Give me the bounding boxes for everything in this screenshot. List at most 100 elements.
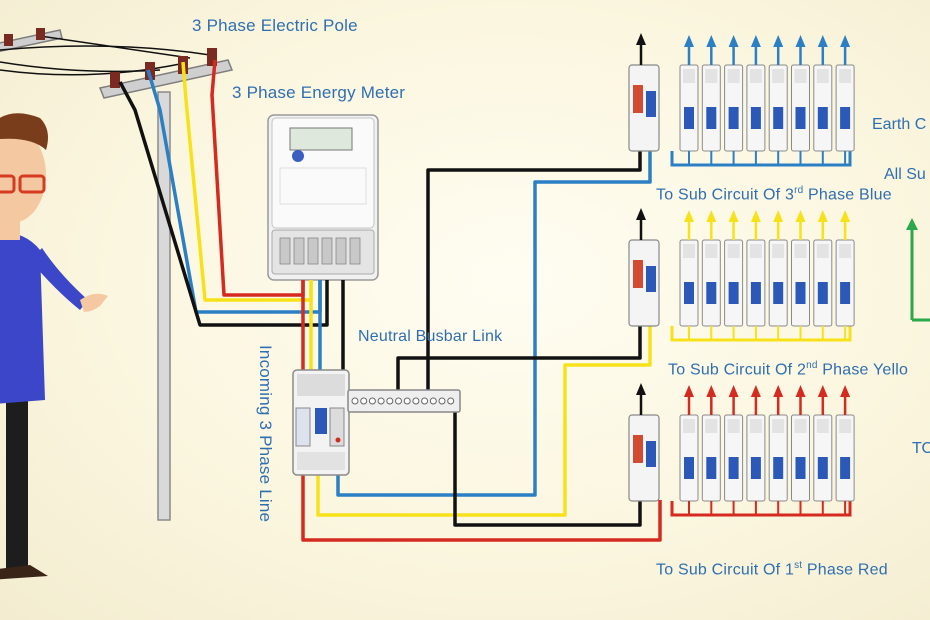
sub-circuit-blue-suffix: Phase Blue xyxy=(803,186,892,204)
arrow-up-icon xyxy=(706,385,717,397)
arrow-up-icon xyxy=(636,383,646,395)
rccb-toggle xyxy=(646,91,656,117)
all-sub-label: All Su xyxy=(884,166,926,183)
rccb-test-button xyxy=(633,435,643,463)
busbar-screw xyxy=(429,397,437,405)
mcb-toggle xyxy=(706,282,717,304)
mcb-label-plate xyxy=(794,419,807,433)
to-label: TO xyxy=(912,440,930,457)
mcb-toggle xyxy=(706,107,717,129)
arrow-up-icon xyxy=(684,35,694,47)
arrow-up-icon xyxy=(817,385,828,397)
mcb-toggle xyxy=(728,107,739,129)
rccb-toggle xyxy=(646,441,656,467)
sub-circuit-blue-sup: rd xyxy=(794,185,804,196)
arrow-up-icon xyxy=(840,35,851,47)
mcb-label-plate xyxy=(816,69,829,83)
arrow-up-icon xyxy=(817,35,828,47)
mcb-toggle xyxy=(684,282,694,304)
mcb-label-plate xyxy=(772,419,785,433)
sub-circuit-red-label: To Sub Circuit Of 1st Phase Red xyxy=(656,560,888,579)
arrow-up-icon xyxy=(750,35,761,47)
busbar-screw xyxy=(368,397,376,405)
arrow-up-icon xyxy=(750,385,761,397)
row-bus-wire xyxy=(670,501,852,517)
mcb-label-plate xyxy=(705,419,718,433)
arrow-up-icon xyxy=(684,210,694,222)
sub-circuit-yellow-sup: nd xyxy=(806,360,818,371)
mcb-toggle xyxy=(773,282,784,304)
mcb-toggle xyxy=(840,107,851,129)
busbar-screw xyxy=(438,397,446,405)
sub-circuit-red-suffix: Phase Red xyxy=(802,561,888,579)
arrow-up-icon xyxy=(773,210,784,222)
energy-meter xyxy=(267,114,379,281)
mcb-label-plate xyxy=(749,419,762,433)
mcb-toggle xyxy=(684,107,694,129)
mcb-label-plate xyxy=(772,244,785,258)
busbar-screw xyxy=(351,397,359,405)
mcb-label-plate xyxy=(727,419,740,433)
mcb-toggle xyxy=(795,282,806,304)
mcb-toggle xyxy=(817,282,828,304)
mcb-label-plate xyxy=(683,419,695,433)
main-mccb xyxy=(292,369,350,476)
earth-label: Earth C xyxy=(872,116,927,133)
neutral-busbar xyxy=(347,389,461,413)
mcb-label-plate xyxy=(794,69,807,83)
mcb-row-yellow xyxy=(628,208,855,342)
sub-circuit-red-text: To Sub Circuit Of 1 xyxy=(656,561,795,579)
rccb-test-button xyxy=(633,260,643,288)
mcb-toggle xyxy=(728,457,739,479)
arrow-up-icon xyxy=(636,33,646,45)
mcb-label-plate xyxy=(816,244,829,258)
rccb-test-button xyxy=(633,85,643,113)
sub-circuit-yellow-text: To Sub Circuit Of 2 xyxy=(668,361,807,379)
green-arrow-icon xyxy=(906,218,930,322)
mcb-label-plate xyxy=(794,244,807,258)
mcb-toggle xyxy=(773,107,784,129)
mcb-label-plate xyxy=(683,244,695,258)
busbar-screw xyxy=(403,397,411,405)
mcb-toggle xyxy=(817,457,828,479)
mcb-label-plate xyxy=(705,244,718,258)
busbar-screw xyxy=(395,397,402,405)
mcb-label-plate xyxy=(772,69,785,83)
busbar-screw xyxy=(360,397,368,405)
arrow-up-icon xyxy=(750,210,761,222)
busbar-screw xyxy=(386,397,394,405)
mcb-label-plate xyxy=(683,69,695,83)
sub-circuit-yellow-label: To Sub Circuit Of 2nd Phase Yello xyxy=(668,360,908,379)
busbar-screw xyxy=(377,397,385,405)
arrow-up-icon xyxy=(773,35,784,47)
mcb-toggle xyxy=(706,457,717,479)
mcb-toggle xyxy=(773,457,784,479)
mcb-label-plate xyxy=(839,244,852,258)
arrow-up-icon xyxy=(795,385,806,397)
neutral-busbar-label: Neutral Busbar Link xyxy=(358,328,503,345)
arrow-up-icon xyxy=(728,210,739,222)
sub-circuit-blue-label: To Sub Circuit Of 3rd Phase Blue xyxy=(656,185,892,204)
mcb-label-plate xyxy=(839,419,852,433)
meter-label: 3 Phase Energy Meter xyxy=(232,83,406,102)
busbar-screw xyxy=(421,397,429,405)
sub-circuit-yellow-suffix: Phase Yello xyxy=(817,361,909,379)
arrow-up-icon xyxy=(706,35,717,47)
mcb-label-plate xyxy=(749,244,762,258)
arrow-up-icon xyxy=(840,385,851,397)
arrow-up-icon xyxy=(840,210,851,222)
arrow-up-icon xyxy=(817,210,828,222)
incoming-wires xyxy=(118,59,662,542)
mcb-toggle xyxy=(795,457,806,479)
mcb-toggle xyxy=(840,457,851,479)
row-bus-wire xyxy=(670,151,852,167)
mcb-toggle xyxy=(750,282,761,304)
presenter-figure xyxy=(0,113,108,580)
mcb-label-plate xyxy=(749,69,762,83)
mcb-toggle xyxy=(817,107,828,129)
sub-circuit-red-sup: st xyxy=(794,560,803,571)
busbar-screw xyxy=(412,397,420,405)
mcb-toggle xyxy=(728,282,739,304)
mcb-toggle xyxy=(684,457,694,479)
